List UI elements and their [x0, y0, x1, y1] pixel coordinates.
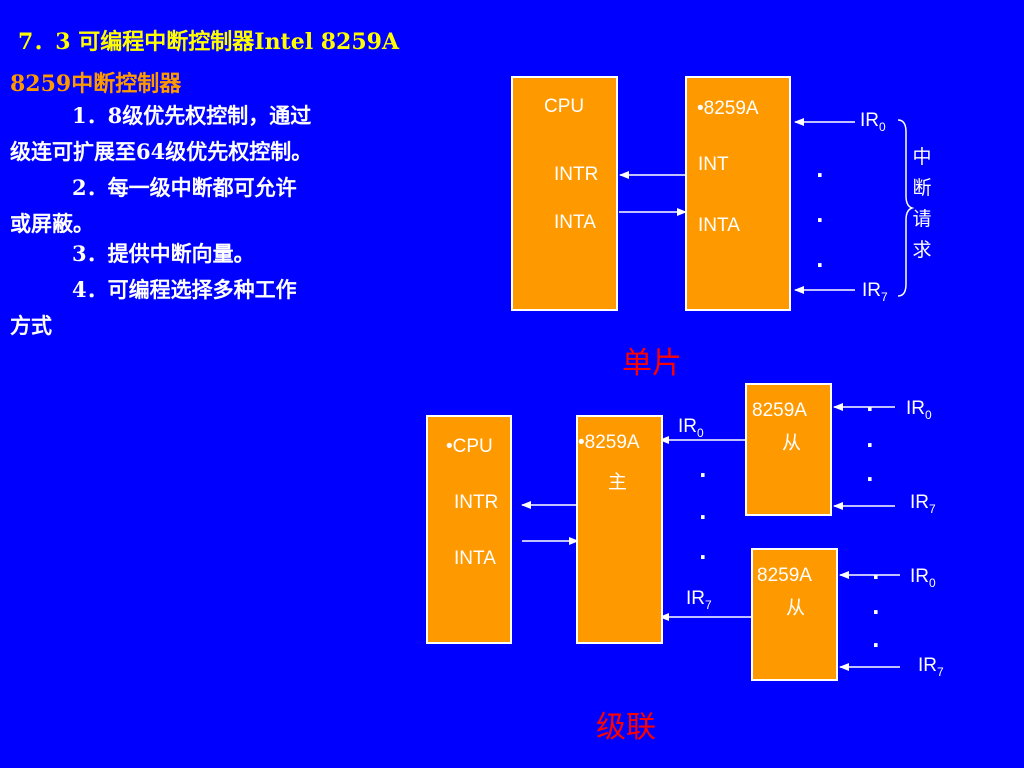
- pic-int-label: INT: [698, 154, 729, 175]
- single-dot-3: .: [816, 248, 824, 272]
- slave1-8259a-box: [745, 383, 832, 516]
- master-ir0-label: IR0: [678, 416, 704, 440]
- single-caption: 单片: [622, 346, 682, 381]
- slave2-ir7-label: IR7: [918, 655, 944, 679]
- cpu-inta-label: INTA: [554, 212, 596, 233]
- pic-inta-label: INTA: [698, 215, 740, 236]
- point-1-line-1: 1．8级优先权控制，通过: [72, 103, 312, 128]
- cascade-cpu-box: [426, 415, 512, 644]
- point-4-line-1: 4．可编程选择多种工作: [72, 277, 297, 302]
- master-dot-3: .: [699, 540, 707, 564]
- master-8259a-label: •8259A: [578, 432, 640, 453]
- slave2-dot-2: .: [872, 595, 880, 619]
- slave1-role-label: 从: [782, 433, 802, 454]
- master-ir7-label: IR7: [686, 588, 712, 612]
- slave2-role-label: 从: [786, 598, 806, 619]
- cascade-cpu-label: •CPU: [446, 436, 493, 457]
- point-2-line-2: 或屏蔽。: [10, 211, 94, 236]
- single-dot-2: .: [816, 203, 824, 227]
- single-dot-1: .: [816, 158, 824, 182]
- slide-title: 7．3 可编程中断控制器Intel 8259A: [18, 29, 400, 55]
- request-char-4: 求: [912, 239, 932, 261]
- slave1-dot-2: .: [866, 428, 874, 452]
- request-brace: [897, 119, 915, 297]
- master-8259a-box: [576, 415, 663, 644]
- cpu-box: [511, 76, 618, 311]
- master-dot-1: .: [699, 458, 707, 482]
- slave1-ir7-label: IR7: [910, 492, 936, 516]
- cascade-cpu-inta-label: INTA: [454, 548, 496, 569]
- slave1-dot-3: .: [866, 462, 874, 486]
- request-char-3: 请: [912, 208, 932, 230]
- slave2-dot-3: .: [872, 628, 880, 652]
- point-1-line-2: 级连可扩展至64级优先权控制。: [10, 139, 313, 164]
- slave2-8259a-box: [751, 548, 838, 681]
- point-4-line-2: 方式: [10, 313, 52, 338]
- pic-8259a-box: [685, 76, 791, 311]
- master-dot-2: .: [699, 500, 707, 524]
- request-char-1: 中: [912, 146, 932, 168]
- slave2-dot-1: .: [872, 560, 880, 584]
- single-ir0-label: IR0: [860, 110, 886, 134]
- master-role-label: 主: [608, 472, 628, 493]
- cpu-intr-label: INTR: [554, 164, 599, 185]
- cpu-label: CPU: [544, 96, 585, 117]
- slave2-ir0-label: IR0: [910, 566, 936, 590]
- point-2-line-1: 2．每一级中断都可允许: [72, 175, 297, 200]
- cascade-caption: 级联: [596, 710, 656, 745]
- single-ir7-label: IR7: [862, 280, 888, 304]
- section-subtitle: 8259中断控制器: [10, 71, 182, 97]
- slave1-ir0-label: IR0: [906, 398, 932, 422]
- slave1-8259a-label: 8259A: [752, 400, 807, 421]
- cascade-cpu-intr-label: INTR: [454, 492, 499, 513]
- slave1-dot-1: .: [866, 392, 874, 416]
- pic-8259a-label: •8259A: [697, 98, 759, 119]
- point-3-line-1: 3．提供中断向量。: [72, 241, 255, 266]
- slave2-8259a-label: 8259A: [757, 565, 812, 586]
- request-char-2: 断: [912, 177, 932, 199]
